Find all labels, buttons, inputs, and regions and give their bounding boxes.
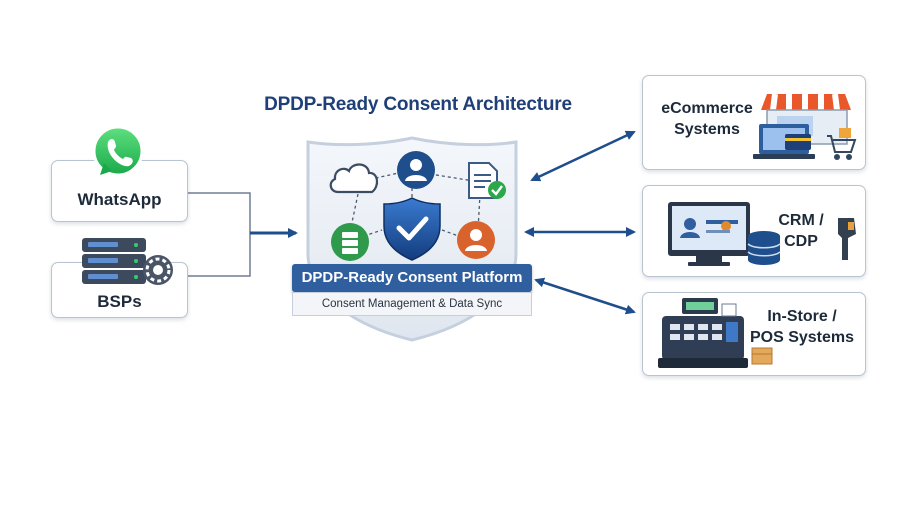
pos-arrow bbox=[534, 277, 636, 315]
pos-label: In-Store / POS Systems bbox=[748, 306, 856, 348]
pos-register-icon bbox=[658, 298, 773, 368]
whatsapp-label: WhatsApp bbox=[77, 190, 162, 209]
ecommerce-label-line1: eCommerce bbox=[661, 100, 753, 117]
pos-label-line2: POS Systems bbox=[749, 329, 855, 346]
platform-subtitle: Consent Management & Data Sync bbox=[292, 292, 532, 316]
diagram-title: DPDP-Ready Consent Architecture bbox=[264, 94, 572, 115]
crm-label-line2: CDP bbox=[784, 233, 818, 250]
server-gear-icon bbox=[82, 238, 173, 285]
cloud-icon bbox=[329, 163, 379, 194]
bsps-label: BSPs bbox=[97, 292, 142, 311]
scanner-icon bbox=[838, 218, 856, 260]
person-icon bbox=[457, 221, 495, 259]
user-icon bbox=[397, 151, 435, 189]
platform-name: DPDP-Ready Consent Platform bbox=[292, 264, 532, 292]
pos-label-line1: In-Store / bbox=[767, 308, 837, 325]
ecommerce-label: eCommerce Systems bbox=[652, 98, 762, 140]
whatsapp-connector bbox=[188, 192, 251, 233]
crm-label: CRM / CDP bbox=[770, 210, 832, 252]
whatsapp-icon bbox=[92, 125, 144, 177]
crm-monitor-icon bbox=[668, 202, 781, 266]
crm-label-line1: CRM / bbox=[778, 212, 824, 229]
bsps-connector bbox=[188, 233, 251, 277]
database-icon bbox=[331, 223, 369, 261]
ecommerce-label-line2: Systems bbox=[674, 121, 740, 138]
shield-check-icon bbox=[383, 197, 441, 261]
storefront-icon bbox=[753, 93, 857, 160]
document-check-icon bbox=[468, 162, 506, 199]
ecommerce-arrow bbox=[530, 130, 636, 182]
